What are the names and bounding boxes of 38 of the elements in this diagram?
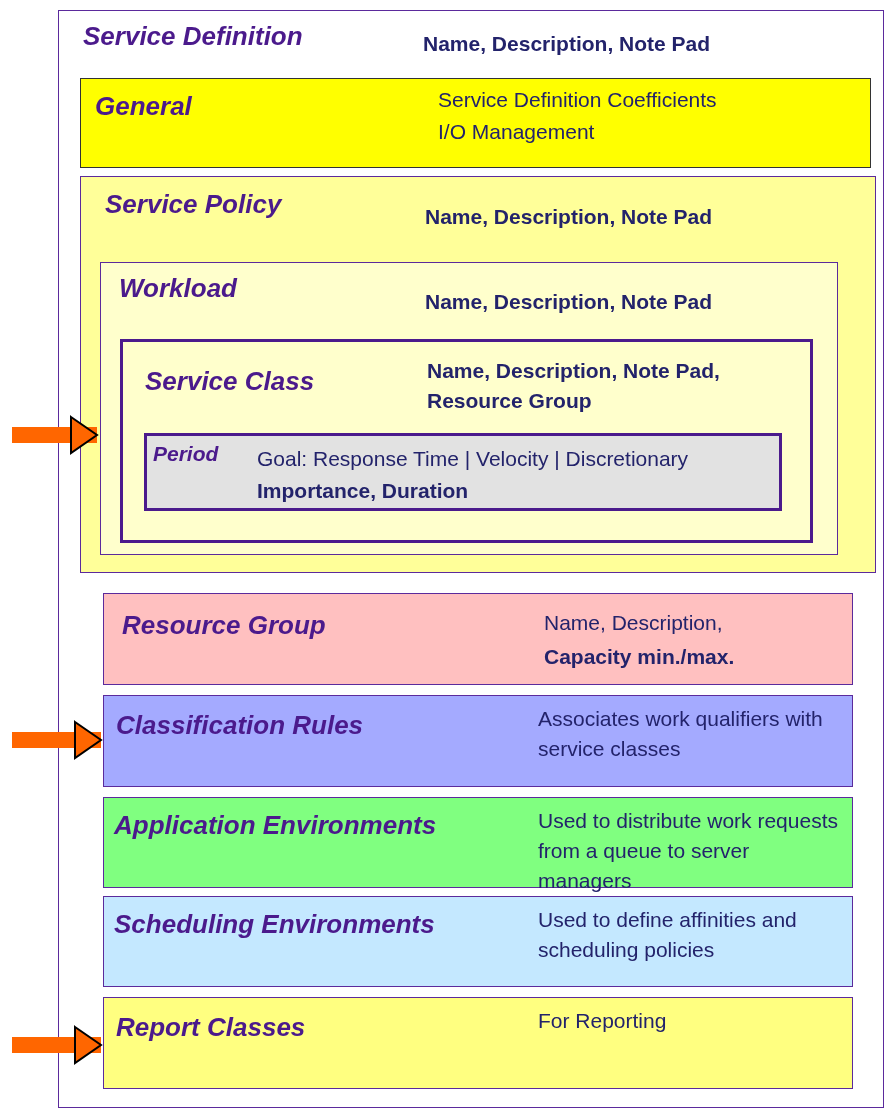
section-box [103, 997, 853, 1089]
section-title: Service Policy [105, 189, 282, 220]
section-description: Goal: Response Time | Velocity | Discretionary [257, 446, 690, 472]
section-box [103, 593, 853, 685]
section-title: Scheduling Environments [114, 909, 435, 940]
section-box [103, 695, 853, 787]
section-box [120, 339, 813, 543]
section-title: Service Class [145, 366, 315, 397]
section-description: Name, Description, Note Pad [425, 289, 714, 315]
section-description: Service Definition Coefficients [438, 87, 718, 113]
section-box [103, 896, 853, 987]
section-description: Used to define affinities and scheduling policies [538, 907, 798, 963]
section-description: For Reporting [538, 1008, 668, 1034]
section-description: Used to distribute work requests from a queue to server managers [538, 808, 839, 894]
section-title: Classification Rules [116, 710, 364, 741]
section-description: Associates work qualifiers with service classes [538, 706, 824, 762]
section-description: Name, Description, Note Pad, Resource Group [427, 358, 721, 414]
outer-frame [58, 10, 884, 1108]
section-title: Resource Group [122, 610, 326, 641]
section-description: I/O Management [438, 119, 596, 145]
section-title: Workload [119, 273, 237, 304]
section-description: Name, Description, [544, 610, 724, 636]
section-title: Report Classes [116, 1012, 306, 1043]
section-title: Period [153, 442, 219, 466]
section-title: General [95, 91, 192, 122]
arrow [12, 1026, 102, 1064]
section-box [80, 78, 871, 168]
section-title: Application Environments [114, 810, 437, 841]
section-box [80, 176, 876, 573]
section-description: Name, Description, Note Pad [423, 31, 712, 57]
section-description: Importance, Duration [257, 478, 470, 504]
section-box [144, 433, 782, 511]
arrow [12, 416, 98, 454]
section-description: Name, Description, Note Pad [425, 204, 714, 230]
arrow [12, 721, 102, 759]
section-title: Service Definition [83, 21, 303, 52]
section-description: Capacity min./max. [544, 644, 736, 670]
section-box [100, 262, 838, 555]
